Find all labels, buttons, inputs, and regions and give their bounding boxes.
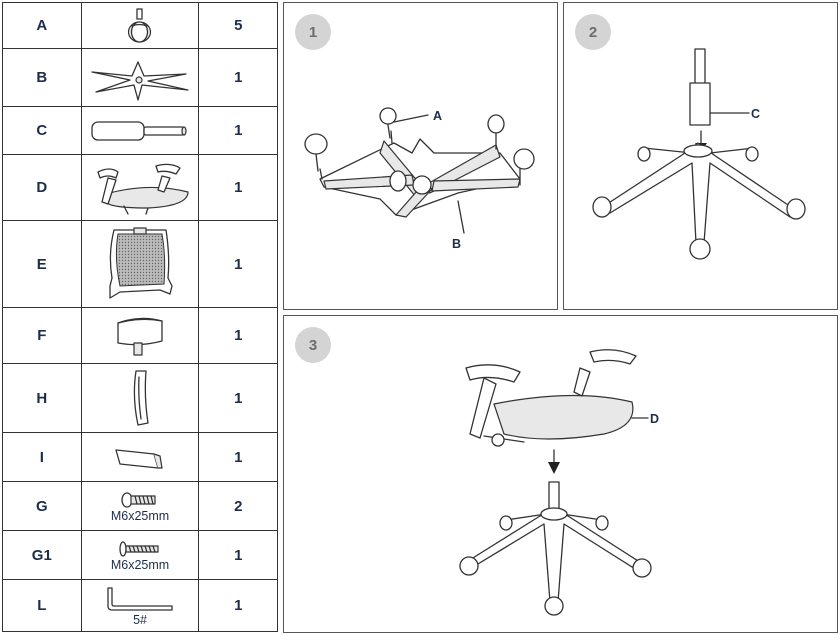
caster-wheel-icon xyxy=(595,515,609,531)
part-quantity: 1 xyxy=(198,106,278,155)
allen-key-icon xyxy=(107,587,173,611)
part-letter: H xyxy=(2,363,82,433)
step-3-panel: 3 D xyxy=(283,315,838,633)
step-2-panel: 2 C xyxy=(563,2,838,310)
base-caster-assembly-illustration xyxy=(304,107,535,234)
part-row-i: I 1 xyxy=(2,432,278,482)
part-row-c: C 1 xyxy=(2,106,278,155)
part-quantity: 1 xyxy=(198,363,278,433)
part-quantity: 1 xyxy=(198,432,278,482)
part-letter: F xyxy=(2,307,82,364)
part-quantity: 1 xyxy=(198,154,278,221)
headrest-icon xyxy=(117,317,163,356)
lumbar-support-icon xyxy=(133,370,149,426)
part-letter: G xyxy=(2,481,82,531)
caster-wheel-icon xyxy=(745,146,759,162)
part-letter: C xyxy=(2,106,82,155)
callout-gas-cylinder: C xyxy=(751,107,761,121)
part-row-d: D 1 xyxy=(2,154,278,221)
part-quantity: 1 xyxy=(198,579,278,632)
callout-base: B xyxy=(452,237,462,251)
caster-wheel-icon xyxy=(632,558,652,578)
part-letter: D xyxy=(2,154,82,221)
part-quantity: 1 xyxy=(198,307,278,364)
caster-wheel-icon xyxy=(786,198,806,220)
caster-wheel-icon xyxy=(592,196,612,218)
caster-wheel-icon xyxy=(689,238,711,260)
five-star-base-icon xyxy=(91,60,189,101)
part-row-b: B 1 xyxy=(2,48,278,107)
part-row-l: L 5# 1 xyxy=(2,579,278,632)
caster-wheel-icon xyxy=(637,146,651,162)
step-number-badge: 3 xyxy=(295,327,331,363)
part-letter: I xyxy=(2,432,82,482)
part-letter: L xyxy=(2,579,82,632)
part-row-g: G M6x25mm 2 xyxy=(2,481,278,531)
part-quantity: 1 xyxy=(198,220,278,308)
seat-mounting-illustration xyxy=(459,349,652,616)
gas-cylinder-icon xyxy=(91,120,187,141)
screw-spec-label: M6x25mm xyxy=(110,557,170,572)
part-quantity: 2 xyxy=(198,481,278,531)
long-screw-icon xyxy=(119,540,159,557)
step-number-badge: 1 xyxy=(295,14,331,50)
cover-plate-icon xyxy=(115,449,163,469)
part-row-e: E 1 xyxy=(2,220,278,308)
caster-wheel-icon xyxy=(127,7,152,43)
seat-with-armrests-icon xyxy=(97,163,189,215)
callout-caster: A xyxy=(433,109,443,123)
callout-seat: D xyxy=(650,412,660,426)
caster-wheel-icon xyxy=(304,133,328,180)
part-row-h: H 1 xyxy=(2,363,278,433)
part-letter: B xyxy=(2,48,82,107)
screw-spec-label: M6x25mm xyxy=(110,508,170,523)
caster-wheel-icon xyxy=(379,107,397,144)
part-letter: G1 xyxy=(2,530,82,580)
part-quantity: 5 xyxy=(198,2,278,49)
part-row-a: A 5 xyxy=(2,2,278,49)
mesh-backrest-icon xyxy=(109,227,173,299)
cylinder-insertion-illustration xyxy=(592,48,806,260)
short-screw-icon xyxy=(121,491,156,508)
part-letter: E xyxy=(2,220,82,308)
part-quantity: 1 xyxy=(198,530,278,580)
part-row-g1: G1 M6x25mm 1 xyxy=(2,530,278,580)
step-number-badge: 2 xyxy=(575,14,611,50)
part-letter: A xyxy=(2,2,82,49)
key-size-label: 5# xyxy=(133,613,147,627)
part-quantity: 1 xyxy=(198,48,278,107)
parts-list-table: A 5 B 1 C 1 xyxy=(2,2,278,632)
part-row-f: F 1 xyxy=(2,307,278,364)
caster-wheel-icon xyxy=(499,515,513,531)
caster-wheel-icon xyxy=(459,556,479,576)
caster-wheel-icon xyxy=(544,596,564,616)
step-1-panel: 1 A B xyxy=(283,2,558,310)
caster-wheel-icon xyxy=(513,148,535,186)
caster-wheel-icon xyxy=(487,114,505,150)
